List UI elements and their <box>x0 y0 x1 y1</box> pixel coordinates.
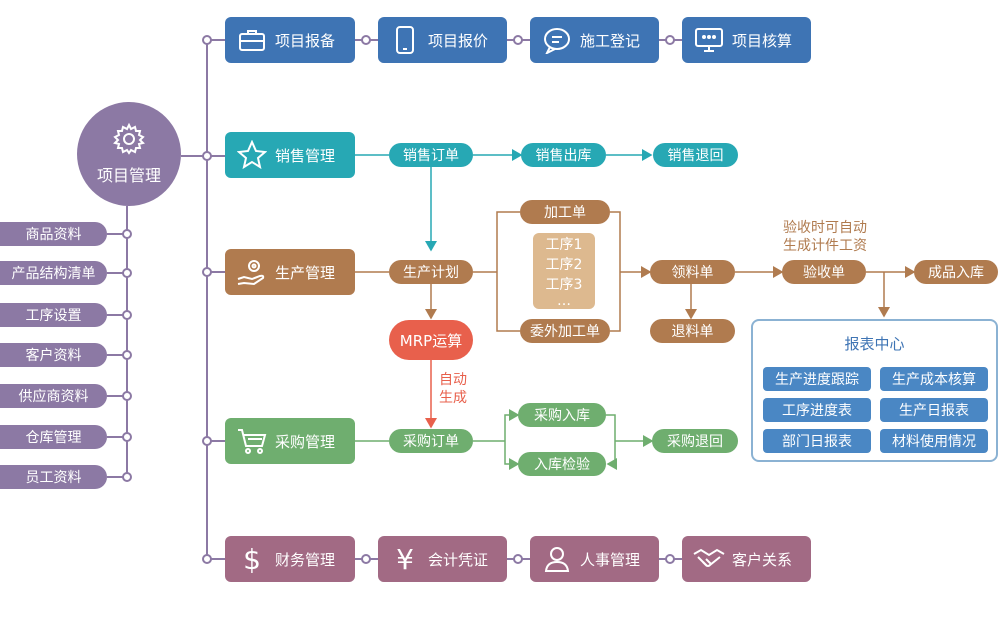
construction-register-module[interactable]: 施工登记 <box>530 17 659 63</box>
project-accounting-module[interactable]: 项目核算 <box>682 17 811 63</box>
acceptance-note: 验收时可自动 生成计件工资 <box>783 220 867 254</box>
handshake-icon <box>692 542 726 576</box>
report-production-cost[interactable]: 生产成本核算 <box>880 367 988 391</box>
report-material-usage[interactable]: 材料使用情况 <box>880 429 988 453</box>
person-icon <box>540 542 574 576</box>
module-label: 生产管理 <box>275 263 336 282</box>
step-2: 工序2 <box>545 257 583 273</box>
gear-icon <box>113 122 145 155</box>
process-steps: 工序1 工序2 工序3 … <box>533 233 595 309</box>
sidebar-item-employees[interactable]: 员工资料 <box>0 465 107 489</box>
module-label: 人事管理 <box>580 550 641 569</box>
step-1: 工序1 <box>545 237 583 253</box>
briefcase-icon <box>235 23 269 57</box>
module-label: 客户关系 <box>732 550 793 569</box>
step-more: … <box>557 293 571 309</box>
phone-icon <box>388 23 422 57</box>
sales-management-module[interactable]: 销售管理 <box>225 132 355 178</box>
module-label: 施工登记 <box>580 31 641 50</box>
sidebar-item-process-settings[interactable]: 工序设置 <box>0 303 107 327</box>
inbound-inspection[interactable]: 入库检验 <box>518 452 606 476</box>
report-department-daily[interactable]: 部门日报表 <box>763 429 871 453</box>
report-center: 报表中心 生产进度跟踪 生产成本核算 工序进度表 生产日报表 部门日报表 材料使… <box>751 319 998 462</box>
process-order[interactable]: 加工单 <box>520 200 610 224</box>
star-icon <box>235 138 269 172</box>
module-label: 项目报备 <box>275 31 336 50</box>
project-quote-module[interactable]: 项目报价 <box>378 17 507 63</box>
report-process-progress[interactable]: 工序进度表 <box>763 398 871 422</box>
sidebar-item-warehouse[interactable]: 仓库管理 <box>0 425 107 449</box>
report-production-daily[interactable]: 生产日报表 <box>880 398 988 422</box>
chat-icon <box>540 23 574 57</box>
production-management-module[interactable]: 生产管理 <box>225 249 355 295</box>
sidebar-item-suppliers[interactable]: 供应商资料 <box>0 384 107 408</box>
module-label: 项目报价 <box>428 31 489 50</box>
outsource-order[interactable]: 委外加工单 <box>520 319 610 343</box>
purchase-return[interactable]: 采购退回 <box>652 429 738 453</box>
finance-management-module[interactable]: $ 财务管理 <box>225 536 355 582</box>
cart-icon <box>235 424 269 458</box>
hand-gear-icon <box>235 255 269 289</box>
dollar-icon: $ <box>243 542 261 576</box>
sidebar-item-products[interactable]: 商品资料 <box>0 222 107 246</box>
module-label: 销售管理 <box>275 146 336 165</box>
acceptance-order[interactable]: 验收单 <box>782 260 866 284</box>
module-label: 项目核算 <box>732 31 793 50</box>
mrp-calculation[interactable]: MRP运算 <box>389 320 473 360</box>
project-filing-module[interactable]: 项目报备 <box>225 17 355 63</box>
purchase-order[interactable]: 采购订单 <box>389 429 473 453</box>
sales-order[interactable]: 销售订单 <box>389 143 473 167</box>
sales-outbound[interactable]: 销售出库 <box>521 143 606 167</box>
sales-return[interactable]: 销售退回 <box>653 143 738 167</box>
production-plan[interactable]: 生产计划 <box>389 260 473 284</box>
sidebar-item-customers[interactable]: 客户资料 <box>0 343 107 367</box>
report-production-progress[interactable]: 生产进度跟踪 <box>763 367 871 391</box>
step-3: 工序3 <box>545 277 583 293</box>
module-label: 会计凭证 <box>428 550 489 569</box>
material-pick-order[interactable]: 领料单 <box>650 260 735 284</box>
sidebar-item-bom[interactable]: 产品结构清单 <box>0 261 107 285</box>
hr-management-module[interactable]: 人事管理 <box>530 536 659 582</box>
purchase-inbound[interactable]: 采购入库 <box>518 403 606 427</box>
accounting-voucher-module[interactable]: ¥ 会计凭证 <box>378 536 507 582</box>
monitor-icon <box>692 23 726 57</box>
auto-generate-note: 自动 生成 <box>439 372 467 406</box>
finished-goods-inbound[interactable]: 成品入库 <box>914 260 998 284</box>
report-center-title: 报表中心 <box>844 335 905 353</box>
module-label: 财务管理 <box>275 550 336 569</box>
material-return-order[interactable]: 退料单 <box>650 319 735 343</box>
purchase-management-module[interactable]: 采购管理 <box>225 418 355 464</box>
project-management-hub[interactable]: 项目管理 <box>77 102 181 206</box>
customer-relations-module[interactable]: 客户关系 <box>682 536 811 582</box>
hub-label: 项目管理 <box>96 166 161 185</box>
yen-icon: ¥ <box>396 542 414 576</box>
module-label: 采购管理 <box>275 432 336 451</box>
